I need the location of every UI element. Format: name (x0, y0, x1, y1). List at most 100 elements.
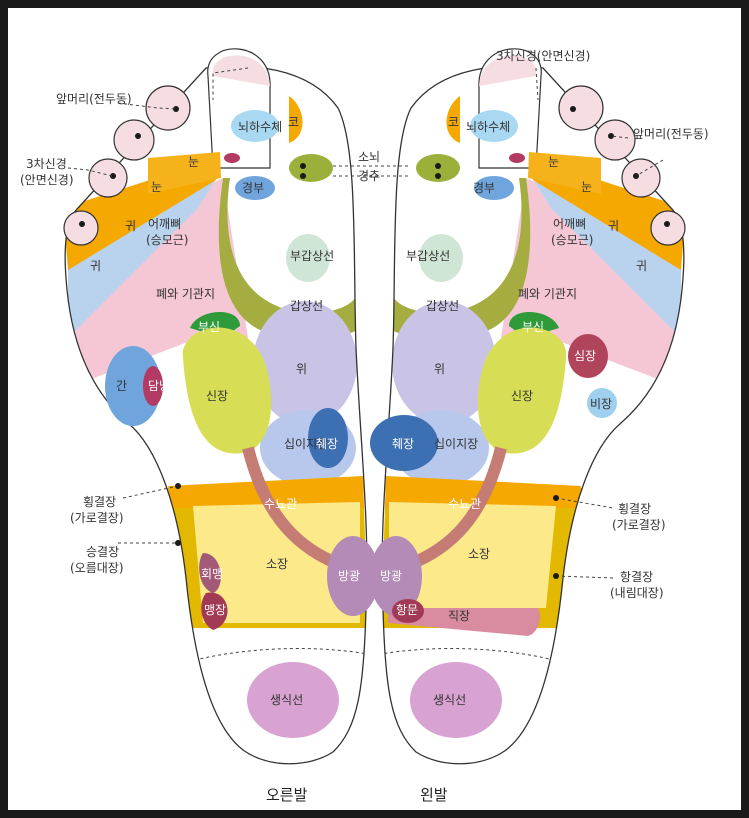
callout-descending-colon-1: 항결장 (620, 570, 653, 584)
nose-left (446, 96, 460, 143)
label-gonad-right: 생식선 (270, 693, 303, 707)
label-ureter-right: 수뇨관 (264, 497, 297, 511)
big-toe-sinus-left (479, 55, 537, 86)
label-ureter-left: 수뇨관 (448, 497, 481, 511)
callout-trigeminal-right-1: 3차신경 (26, 157, 67, 171)
sinus-dot-3-left (608, 133, 614, 139)
callout-lines (67, 67, 664, 579)
neck-right (235, 176, 275, 200)
nose-right (289, 96, 303, 143)
label-kidney-right: 신장 (206, 389, 228, 403)
label-appendix-right: 맹장 (204, 603, 226, 617)
label-liver-right: 간 (116, 379, 127, 393)
small-intestine-right (193, 502, 360, 623)
label-duodenum-right: 십이지장 (284, 437, 328, 451)
callout-trigeminal-right-2: (안면신경) (20, 173, 74, 187)
toe4-right (88, 158, 128, 198)
label-pancreas-left: 췌장 (392, 437, 414, 451)
label-duodenum-left: 십이지장 (434, 437, 478, 451)
label-rectum-left: 직장 (448, 609, 470, 623)
label-neck-left: 경부 (473, 181, 495, 195)
callout-cervical: 경추 (358, 169, 380, 183)
callout-transverse-colon-left-1: 횡결장 (618, 502, 651, 516)
label-ear-left: 귀 (608, 219, 619, 233)
pancreas-right (308, 408, 348, 468)
kidney-left (477, 327, 567, 454)
label-ileocecal-right: 회맹 (201, 567, 223, 581)
callout-frontal-sinus-right: 앞머리(전두동) (56, 92, 132, 106)
label-gallbladder-right: 담낭 (148, 379, 170, 393)
callout-transverse-colon-right-1: 횡결장 (83, 495, 116, 509)
toe5-left (650, 210, 686, 246)
toe2-left (558, 85, 604, 131)
cerebellum-right (289, 154, 333, 182)
label-eye-right: 눈 (188, 155, 199, 169)
kidney-right (182, 327, 272, 454)
label-heart-left: 심장 (574, 349, 596, 363)
sinus-nerve-left (509, 153, 525, 163)
label-intestine-right: 소장 (266, 557, 288, 571)
label-eye-left: 눈 (548, 155, 559, 169)
label-ear-right: 귀 (125, 219, 136, 233)
small-intestine-left (389, 502, 556, 608)
sinus-nerve-right (224, 153, 240, 163)
eye-zone-left (528, 152, 601, 194)
label-adrenal-right: 부신 (198, 320, 220, 334)
gallbladder-right (143, 366, 163, 406)
rectum-left (388, 608, 540, 636)
ileocecal-right (199, 553, 221, 593)
label-pituitary-right: 뇌하수체 (238, 120, 282, 134)
label-eye2-left: 눈 (581, 180, 592, 194)
label-shoulder2-right: (승모근) (146, 233, 188, 247)
label-pituitary-left: 뇌하수체 (466, 120, 510, 134)
pituitary-right (231, 110, 279, 142)
sinus-dot-2-right (173, 106, 179, 112)
label-neck-right: 경부 (242, 181, 264, 195)
sinus-dot-2-left (570, 106, 576, 112)
stomach-right (253, 301, 357, 425)
eye-zone-right (148, 152, 221, 194)
toe2-right (145, 85, 191, 131)
label-lung-left: 폐와 기관지 (518, 287, 577, 301)
label-shoulder-right: 어깨뼈 (148, 217, 181, 231)
label-bladder-left: 방광 (380, 569, 402, 583)
callout-ascending-colon-1: 승결장 (86, 545, 119, 559)
reflexology-chart: 뇌하수체 코 눈 눈 귀 귀 어깨뼈 (승모근) 폐와 기관지 경부 부갑상선 … (8, 8, 741, 810)
shoulder-zone-left (531, 176, 681, 338)
caption-right-foot: 오른발 (266, 786, 308, 804)
thyroid-left (389, 178, 531, 339)
label-shoulder-left: 어깨뼈 (553, 217, 586, 231)
toe3-right (113, 119, 155, 161)
gonad-right (247, 662, 339, 738)
appendix-right (201, 592, 228, 630)
label-stomach-right: 위 (296, 362, 307, 376)
thyroid-right (218, 178, 360, 339)
left-foot: 뇌하수체 코 눈 눈 귀 귀 어깨뼈 (승모근) 폐와 기관지 경부 부갑상선 … (370, 48, 686, 765)
pancreas-left (370, 415, 438, 471)
label-pancreas-right: 췌장 (316, 437, 338, 451)
label-thyroid-right: 갑상선 (290, 299, 323, 313)
label-lung-right: 폐와 기관지 (156, 287, 215, 301)
label-gonad-left: 생식선 (433, 693, 466, 707)
label-nose-left: 코 (448, 115, 459, 129)
label-parathyroid-left: 부갑상선 (406, 249, 450, 263)
label-stomach-left: 위 (434, 362, 445, 376)
heart-left (568, 334, 608, 378)
label-ear2-left: 귀 (636, 259, 647, 273)
label-intestine-left: 소장 (468, 547, 490, 561)
neck-left (474, 176, 514, 200)
gonad-left (410, 662, 502, 738)
label-eye2-right: 눈 (151, 180, 162, 194)
callout-transverse-colon-right-2: (가로결장) (70, 511, 124, 525)
label-ear2-right: 귀 (90, 259, 101, 273)
label-nose-right: 코 (288, 115, 299, 129)
pituitary-left (470, 110, 518, 142)
label-thyroid-left: 갑상선 (426, 299, 459, 313)
callout-transverse-colon-left-2: (가로결장) (612, 518, 666, 532)
callout-ascending-colon-2: (오름대장) (70, 561, 124, 575)
bladder-left (370, 536, 422, 616)
callout-descending-colon-2: (내림대장) (610, 586, 664, 600)
shoulder-zone-right (68, 176, 218, 338)
sinus-dot-3-right (135, 133, 141, 139)
label-shoulder2-left: (승모근) (551, 233, 593, 247)
